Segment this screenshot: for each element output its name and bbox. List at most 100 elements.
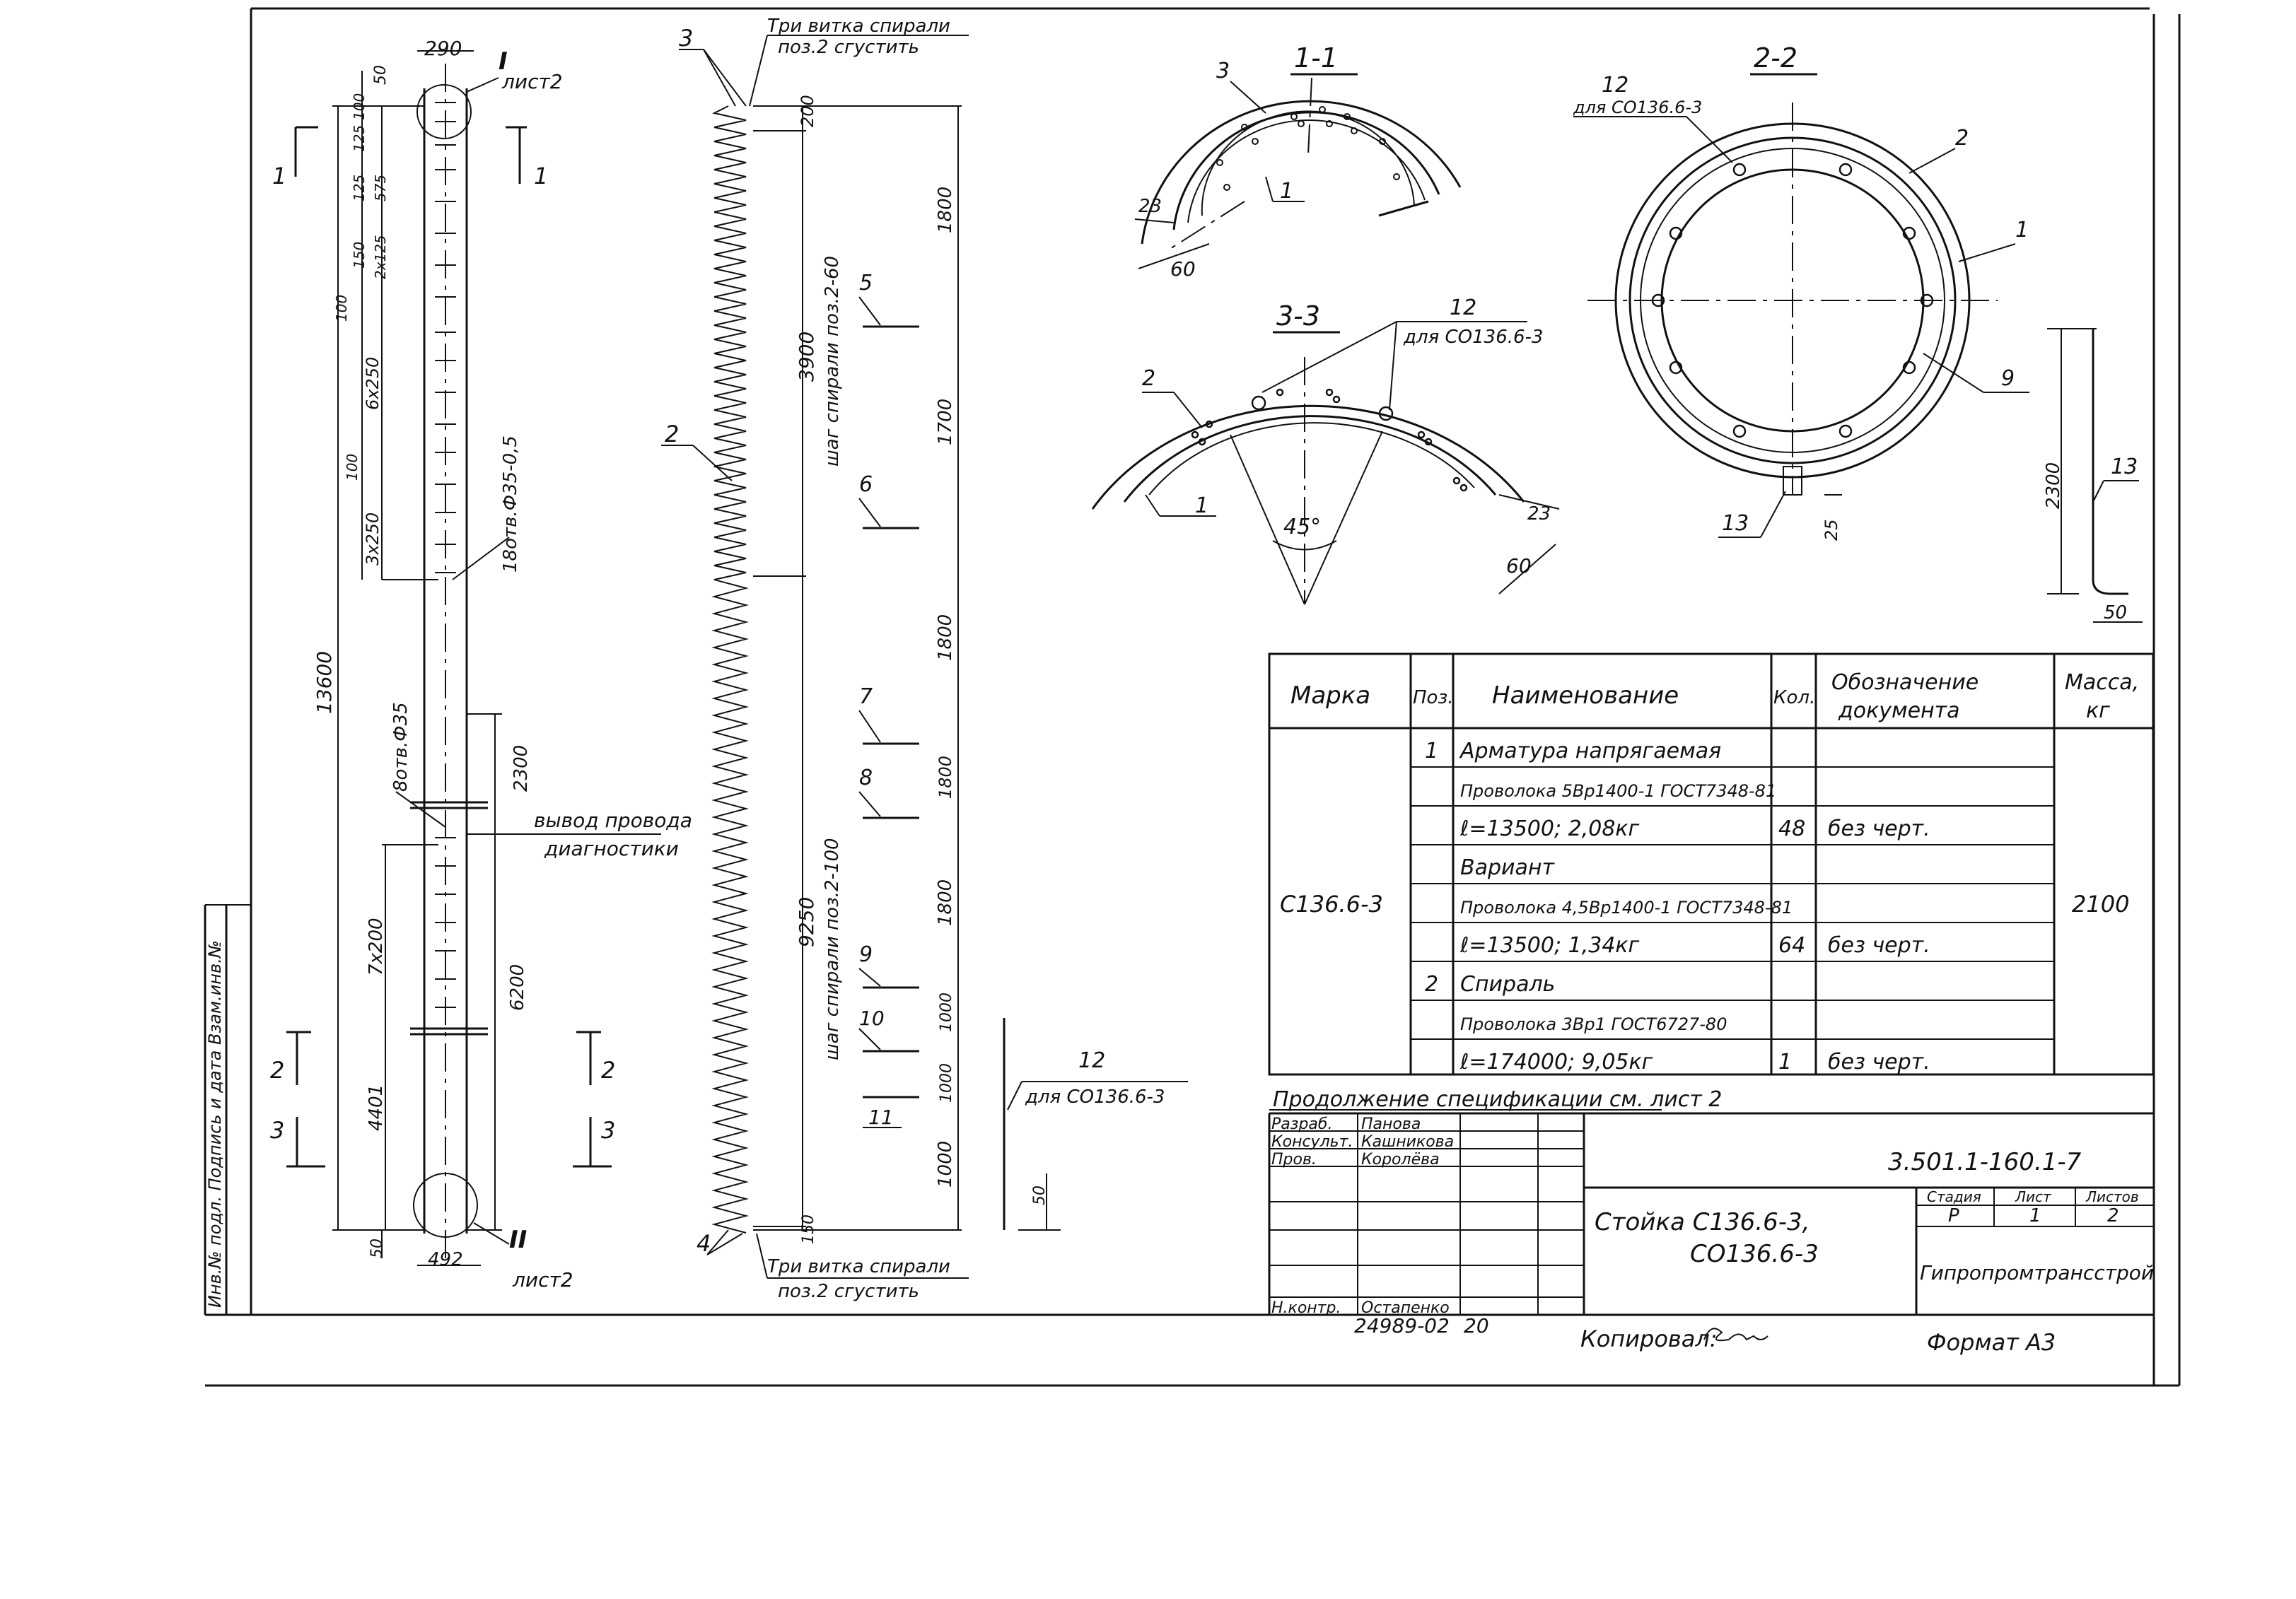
spiral-dim-150: 150 <box>800 1214 817 1244</box>
spec-mark: С136.6-3 <box>1280 891 1383 918</box>
spec-header-mass: Масса, <box>2065 670 2139 695</box>
spec-row-doc: без черт. <box>1828 933 1930 958</box>
section-2-2-item12-label: 12 <box>1602 73 1628 98</box>
section-2-2-item12-note: для СО136.6-3 <box>1573 98 1702 117</box>
svg-text:6: 6 <box>859 472 873 497</box>
col-dim-8: 6х250 <box>363 357 383 410</box>
spec-header-mark: Марка <box>1290 681 1370 710</box>
spiral-note-bottom-1: Три витка спирали <box>767 1256 950 1277</box>
title-line-2: СО136.6-3 <box>1690 1240 1819 1268</box>
spec-header-qty: Кол. <box>1773 687 1815 708</box>
spiral-positions: 5 6 7 8 9 10 11 <box>858 271 919 1129</box>
section-2-2: 2-2 12 для СО136.6-3 2 1 9 13 25 <box>1573 42 2029 541</box>
cut-mark-2-right: 2 <box>576 1031 615 1085</box>
title-stage: Р <box>1948 1205 1959 1226</box>
title-sheet-header: Лист <box>2015 1188 2052 1205</box>
col-sheet-ref-bottom: лист2 <box>512 1268 573 1292</box>
spiral-coil <box>711 105 749 1234</box>
title-format: Формат А3 <box>1927 1329 2056 1356</box>
spiral-spacing-3: 1800 <box>936 756 955 799</box>
spiral-spacing-0: 1800 <box>935 187 956 233</box>
spiral-spacing-2: 1800 <box>935 614 956 661</box>
spiral-pos-4: 4 <box>697 1230 711 1257</box>
spec-row-pos: 1 <box>1425 739 1438 763</box>
spiral-item12-note: для СО136.6-3 <box>1025 1086 1165 1108</box>
section-3-3-label-2: 2 <box>1142 366 1155 391</box>
title-sheet: 1 <box>2029 1205 2041 1226</box>
title-inventory: 24989-02 <box>1354 1314 1450 1337</box>
spec-row-qty: 64 <box>1778 933 1805 958</box>
section-3-3-angle: 45° <box>1283 515 1321 539</box>
spiral-pitch-100: шаг спирали поз.2-100 <box>822 838 843 1060</box>
spec-row-name: Вариант <box>1460 855 1556 880</box>
detail-13-width: 50 <box>2104 602 2127 623</box>
spec-row-name: ℓ=13500; 2,08кг <box>1459 816 1640 841</box>
section-3-3-item12-label: 12 <box>1450 295 1476 320</box>
title-block-rows <box>1269 1130 1584 1298</box>
title-role-name: Остапенко <box>1361 1299 1450 1317</box>
section-2-2-label-13: 13 <box>1722 511 1749 536</box>
spiral-pitch-60: шаг спирали поз.2-60 <box>822 256 843 467</box>
spec-mass: 2100 <box>2072 891 2129 918</box>
section-3-3: 3-3 45° 2 1 12 для СО136.6-3 23 60 <box>1091 295 1560 605</box>
detail-13: 2300 13 50 <box>2043 328 2143 623</box>
svg-text:9: 9 <box>859 942 873 967</box>
section-3-3-item12-note: для СО136.6-3 <box>1403 327 1543 348</box>
col-holes-note: 18отв.Ф35-0,5 <box>500 435 521 573</box>
spiral-dim-9250: 9250 <box>795 897 818 947</box>
spec-header-mass-2: кг <box>2086 698 2110 723</box>
col-dim-4: 575 <box>372 175 389 201</box>
spec-row-qty: 48 <box>1778 816 1805 841</box>
col-dim-10: 3х250 <box>363 512 383 566</box>
title-role-name: Панова <box>1361 1115 1421 1133</box>
column-holes-bottom <box>435 837 456 1008</box>
col-dim-2: 125 <box>351 125 368 152</box>
svg-text:2: 2 <box>270 1057 284 1084</box>
col-dim-7x200: 7х200 <box>366 918 387 976</box>
spec-header-doc: Обозначение <box>1831 670 1979 695</box>
col-dim-4401: 4401 <box>366 1084 387 1131</box>
spiral-note-top-1: Три витка спирали <box>767 16 950 37</box>
col-dim-1: 100 <box>351 93 368 120</box>
title-copied-by: Копировал: <box>1580 1325 1718 1352</box>
col-dim-50: 50 <box>368 1238 386 1258</box>
svg-text:7: 7 <box>859 684 873 709</box>
spiral-spacing-4: 1800 <box>935 879 956 926</box>
spec-row-name: Арматура напрягаемая <box>1459 739 1721 763</box>
section-1-1-dim-23: 23 <box>1138 196 1162 217</box>
copier-signature <box>1703 1328 1768 1342</box>
title-block: Разраб.ПановаКонсульт.КашниковаПров.Коро… <box>1268 1112 2154 1356</box>
spiral-dim-3900: 3900 <box>795 332 818 382</box>
title-sheets: 2 <box>2107 1205 2119 1226</box>
spec-table-row-lines <box>1411 766 2054 1040</box>
section-2-2-title: 2-2 <box>1754 42 1797 74</box>
col-top-width: 290 <box>424 37 462 60</box>
spiral-spacing-1: 1700 <box>935 399 956 445</box>
cut-mark-1-right: 1 <box>506 126 548 189</box>
title-role: Н.контр. <box>1271 1299 1341 1317</box>
spiral-item12-dim50: 50 <box>1031 1185 1049 1205</box>
spec-row-name: Проволока 4,5Вр1400-1 ГОСТ7348-81 <box>1460 898 1793 918</box>
section-1-1: 1-1 3 1 23 60 <box>1134 42 1462 281</box>
section-1-1-label-3: 3 <box>1216 59 1230 83</box>
section-3-3-label-1: 1 <box>1195 493 1208 518</box>
svg-text:3: 3 <box>270 1117 284 1144</box>
column-holes-top <box>435 102 456 573</box>
column-elevation: 290 492 13600 50 100 125 125 575 150 100… <box>270 37 692 1292</box>
col-dim-9: 100 <box>344 454 361 481</box>
col-dim-5: 150 <box>351 242 368 269</box>
svg-text:1: 1 <box>534 163 548 189</box>
cut-mark-2-left: 2 <box>270 1031 311 1085</box>
spiral-note-top-2: поз.2 сгустить <box>778 37 919 58</box>
spec-row-pos: 2 <box>1425 972 1438 997</box>
cut-mark-3-left: 3 <box>270 1117 325 1168</box>
title-role-name: Королёва <box>1361 1151 1440 1168</box>
spec-row-name: Спираль <box>1460 972 1555 997</box>
spiral-note-bottom-2: поз.2 сгустить <box>778 1281 919 1302</box>
section-2-2-label-9: 9 <box>2001 366 2015 391</box>
section-2-2-label-1: 1 <box>2015 218 2029 242</box>
cut-mark-1-left: 1 <box>272 126 318 189</box>
col-hole8-note: 8отв.Ф35 <box>390 702 412 792</box>
